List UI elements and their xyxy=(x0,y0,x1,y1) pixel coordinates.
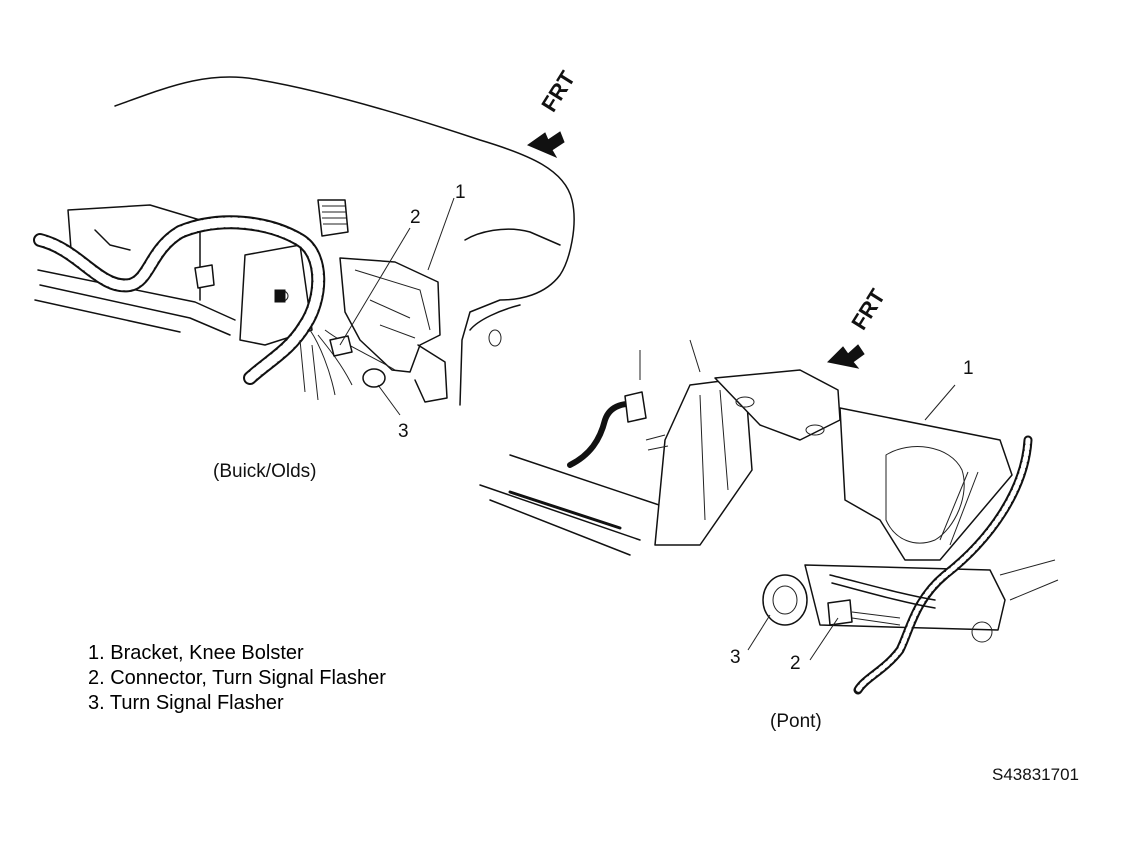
buick-olds-illustration xyxy=(33,76,575,416)
buick-olds-caption: (Buick/Olds) xyxy=(213,461,317,482)
buick-callout-1: 1 xyxy=(455,182,466,203)
pont-knee-bolster-bracket xyxy=(839,407,1013,561)
wiring-harness-inner xyxy=(35,217,324,383)
legend-item-2: 2. Connector, Turn Signal Flasher xyxy=(88,667,386,689)
pont-bracket-window xyxy=(885,446,965,544)
pont-flasher-connector xyxy=(827,599,853,626)
pont-bracket-slot xyxy=(939,471,979,546)
bracket-detail xyxy=(354,269,431,339)
turn-signal-flasher xyxy=(362,368,386,388)
pont-callout-1: 1 xyxy=(963,358,974,379)
buick-callout-2: 2 xyxy=(410,207,421,228)
connector-ribs xyxy=(322,205,347,225)
flasher-face xyxy=(772,585,798,615)
pont-bracket-ribs xyxy=(699,389,729,521)
pont-callout-3: 3 xyxy=(730,647,741,668)
pont-turn-signal-flasher xyxy=(762,574,808,626)
buick-callout-3: 3 xyxy=(398,421,409,442)
pont-misc-lines xyxy=(639,339,701,380)
dash-face xyxy=(464,228,561,331)
pont-caption: (Pont) xyxy=(770,711,822,732)
pont-rail-edge xyxy=(508,490,622,530)
pont-upper-connector xyxy=(624,391,647,423)
crosspiece-hole-2 xyxy=(805,424,825,436)
pont-harness-horizontal xyxy=(829,574,936,609)
pont-crossbar-hole xyxy=(971,621,993,643)
legend-item-1: 1. Bracket, Knee Bolster xyxy=(88,642,304,664)
flasher-connector xyxy=(329,335,353,357)
buick-frt-arrow-icon xyxy=(526,131,565,159)
pont-leader-2 xyxy=(809,617,839,661)
dash-top-outline xyxy=(114,76,575,406)
figure-id: S43831701 xyxy=(992,765,1079,784)
bracket-flange xyxy=(414,344,448,403)
legend-item-3: 3. Turn Signal Flasher xyxy=(88,692,284,714)
pont-frt-arrow-icon xyxy=(826,344,865,369)
pont-upper-clips xyxy=(645,434,669,451)
pont-left-bracket xyxy=(654,377,753,546)
panel-bolt-head xyxy=(274,289,286,303)
pont-leader-3 xyxy=(747,614,771,651)
pont-right-edge xyxy=(999,559,1059,601)
pont-leader-1 xyxy=(924,384,956,421)
pont-connector-wires xyxy=(851,611,901,626)
pont-callout-2: 2 xyxy=(790,653,801,674)
pont-illustration xyxy=(479,339,1059,695)
buick-leader-2 xyxy=(339,227,411,346)
buick-leader-3 xyxy=(377,384,401,416)
harness-clip xyxy=(194,264,215,289)
parts-legend: 1. Bracket, Knee Bolster 2. Connector, T… xyxy=(88,641,386,716)
pont-harness-inner xyxy=(855,437,1031,693)
knee-bolster-bracket xyxy=(339,257,441,373)
dash-hole xyxy=(488,329,502,347)
buick-leader-1 xyxy=(427,197,455,271)
harness-wires xyxy=(299,329,396,401)
rail-left xyxy=(34,269,236,336)
pont-rail xyxy=(479,454,681,556)
crosspiece-hole-1 xyxy=(735,396,755,408)
